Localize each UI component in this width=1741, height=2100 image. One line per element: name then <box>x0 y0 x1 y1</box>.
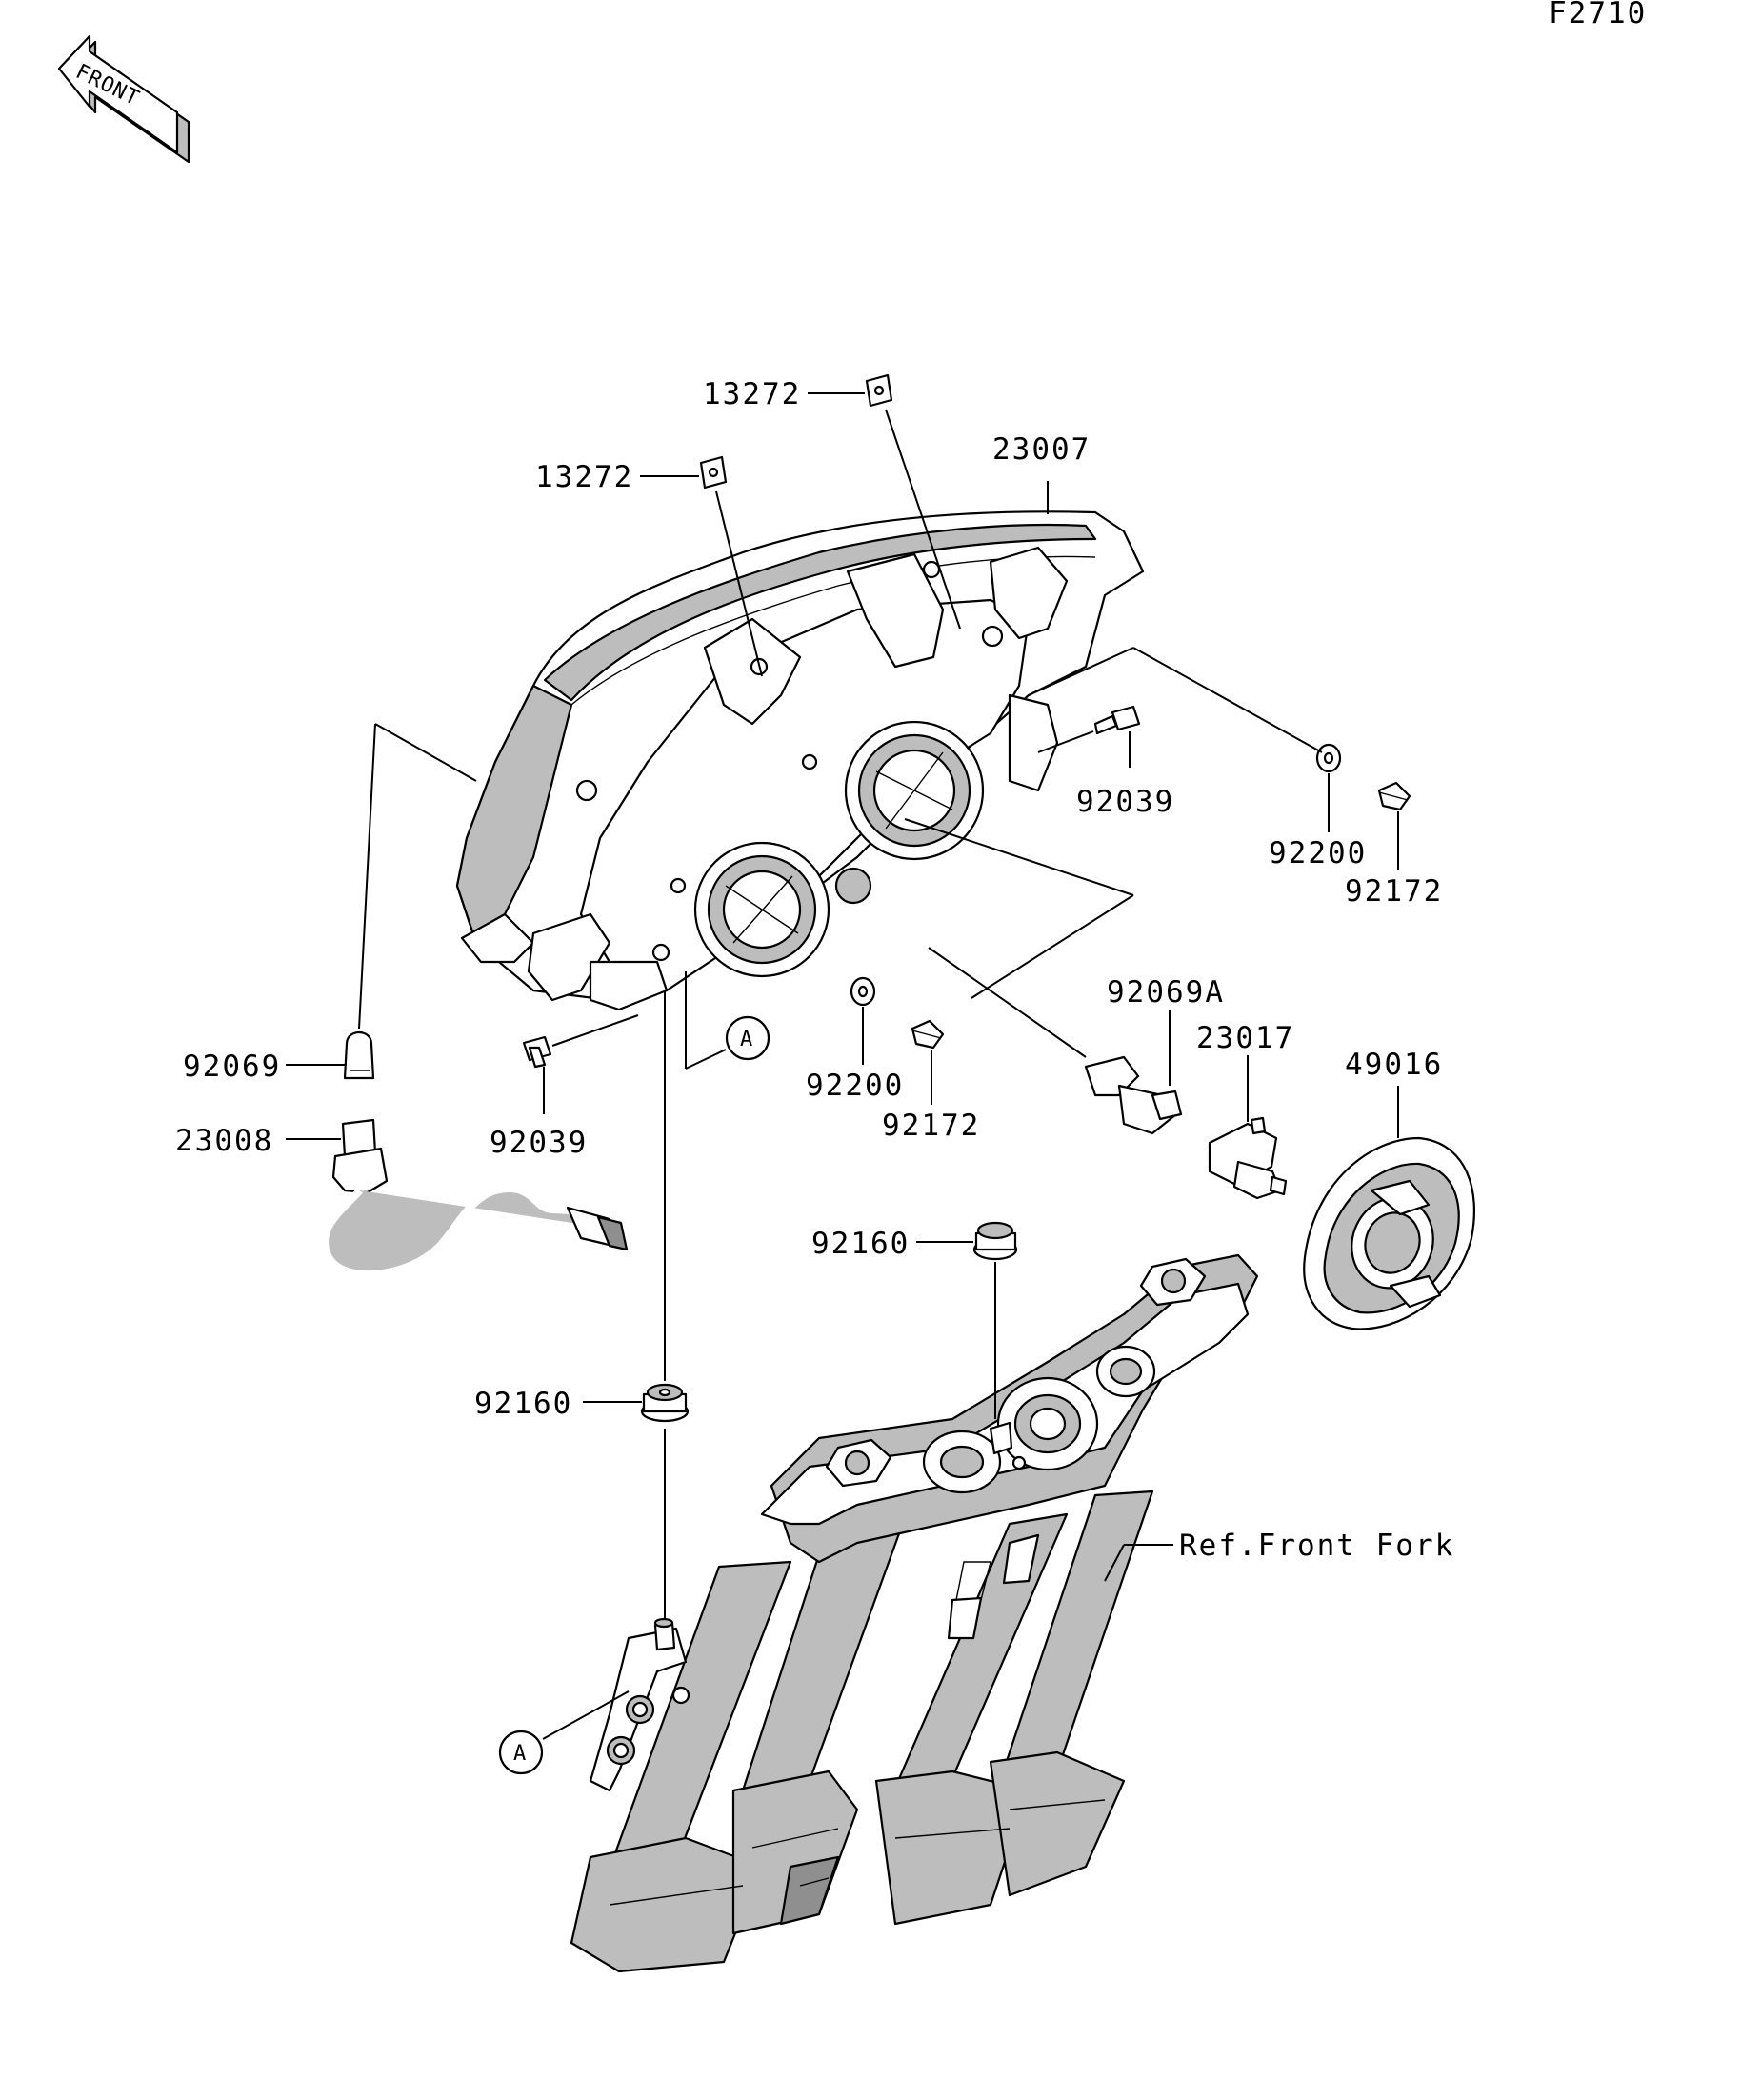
label-92069A: 92069A <box>1107 975 1225 1010</box>
label-49016: 49016 <box>1345 1048 1443 1082</box>
callout-a-top: A <box>725 1015 770 1061</box>
low-beam-socket <box>693 841 830 978</box>
front-fork-assembly <box>570 1253 1259 1973</box>
grommet-92160-left <box>640 1383 690 1423</box>
headlight-housing-23007 <box>455 510 1145 1011</box>
high-beam-socket <box>844 720 985 861</box>
leader-lines <box>286 392 1399 1740</box>
label-ref-front-fork: Ref.Front Fork <box>1179 1529 1454 1563</box>
label-92160-right: 92160 <box>811 1227 910 1261</box>
callout-a-bottom-letter: A <box>513 1742 527 1766</box>
position-bulb-92069 <box>343 1030 375 1080</box>
label-13272-left: 13272 <box>535 460 633 494</box>
label-92039-left: 92039 <box>490 1126 588 1160</box>
label-23008: 23008 <box>175 1124 273 1158</box>
grommet-92160-right <box>972 1221 1018 1261</box>
bulb-socket-23017 <box>1208 1116 1288 1200</box>
label-13272-top: 13272 <box>703 377 801 411</box>
callout-a-bottom: A <box>498 1730 544 1775</box>
front-arrow: FRONT <box>57 34 190 164</box>
label-92160-left: 92160 <box>474 1387 572 1421</box>
clip-nut-13272-top <box>865 373 893 408</box>
clip-nut-13272-left <box>699 455 728 490</box>
washer-92200-center <box>850 976 876 1007</box>
washer-92200-right <box>1315 743 1342 773</box>
headlight-bulb-92069A <box>1084 1055 1183 1135</box>
label-92172-right: 92172 <box>1345 874 1443 909</box>
figure-code: F2710 <box>1549 0 1647 30</box>
screw-92172-center <box>911 1019 945 1050</box>
label-92200-right: 92200 <box>1269 836 1367 870</box>
position-socket-23008 <box>320 1118 629 1279</box>
screw-92039-left <box>522 1035 552 1069</box>
screw-92039-right <box>1093 705 1141 735</box>
label-23007: 23007 <box>992 432 1091 467</box>
label-92200-center: 92200 <box>806 1069 904 1103</box>
screw-92172-right <box>1377 781 1411 811</box>
dust-cover-49016 <box>1303 1136 1475 1330</box>
label-92172-center: 92172 <box>882 1109 980 1143</box>
callout-a-top-letter: A <box>740 1028 753 1051</box>
label-92039-right: 92039 <box>1076 785 1174 819</box>
label-23017: 23017 <box>1196 1021 1294 1055</box>
label-92069: 92069 <box>183 1050 281 1084</box>
